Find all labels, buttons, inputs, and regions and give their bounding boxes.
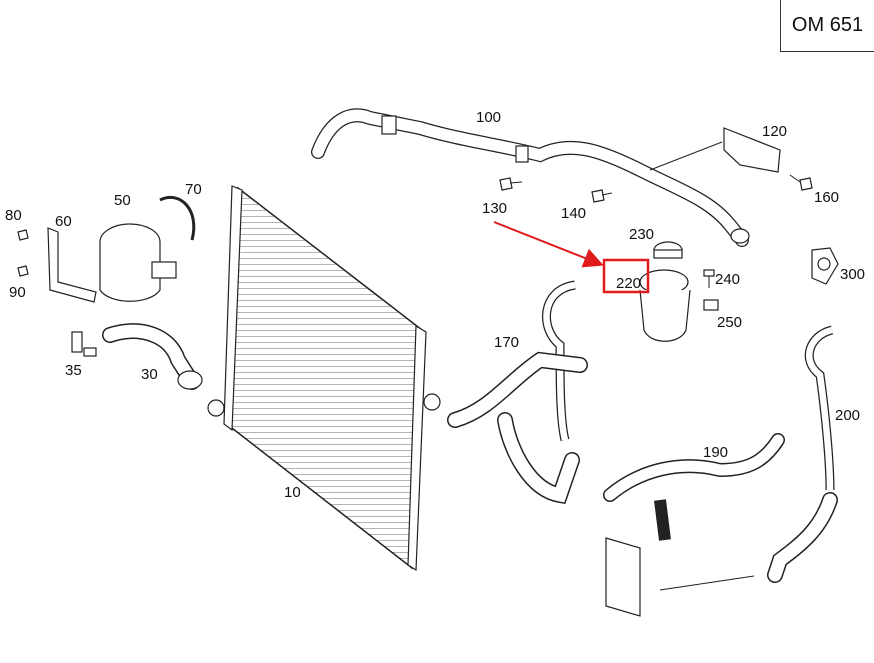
expansion-tank-220-part[interactable] (639, 269, 691, 342)
flange-300-part[interactable] (811, 247, 839, 285)
hose-170-part[interactable] (447, 280, 588, 505)
bolt-140-part[interactable] (591, 189, 613, 203)
callout-35: 35 (65, 362, 82, 379)
clamp-70-part[interactable] (159, 195, 196, 241)
hose-30-part[interactable] (102, 323, 203, 390)
cap-230-part[interactable] (653, 241, 683, 259)
callout-130: 130 (482, 200, 507, 217)
callout-90: 90 (9, 284, 26, 301)
callout-100: 100 (476, 109, 501, 126)
callout-170: 170 (494, 334, 519, 351)
callout-300: 300 (840, 266, 865, 283)
sensor-35-part[interactable] (71, 331, 97, 357)
pump-50-part[interactable] (99, 223, 177, 302)
callout-120: 120 (762, 123, 787, 140)
hose-100-part[interactable] (311, 108, 750, 247)
callout-220: 220 (616, 275, 641, 292)
oil-cooler-part[interactable] (605, 537, 755, 617)
callout-140: 140 (561, 205, 586, 222)
callout-190: 190 (703, 444, 728, 461)
engine-code-box: OM 651 (780, 0, 874, 52)
bolt-130-part[interactable] (499, 177, 523, 191)
clip-250-part[interactable] (703, 299, 719, 311)
highlight-box (602, 258, 650, 294)
callout-60: 60 (55, 213, 72, 230)
callout-30: 30 (141, 366, 158, 383)
engine-code-label: OM 651 (791, 14, 864, 36)
callout-80: 80 (5, 207, 22, 224)
highlight-arrow (493, 221, 604, 268)
callout-240: 240 (715, 271, 740, 288)
bolt-90-part[interactable] (17, 265, 29, 277)
callout-50: 50 (114, 192, 131, 209)
callout-160: 160 (814, 189, 839, 206)
bracket-120-part[interactable] (649, 127, 781, 173)
callout-70: 70 (185, 181, 202, 198)
callout-200: 200 (835, 407, 860, 424)
hose-190-part[interactable] (603, 433, 785, 541)
bolt-80-part[interactable] (17, 229, 29, 241)
callout-250: 250 (717, 314, 742, 331)
callout-10: 10 (284, 484, 301, 501)
callout-230: 230 (629, 226, 654, 243)
bracket-60-part[interactable] (47, 227, 97, 303)
hose-200-part[interactable] (767, 325, 838, 583)
screw-240-part[interactable] (703, 269, 715, 288)
bolt-160-part[interactable] (789, 174, 813, 191)
radiator-part[interactable] (207, 185, 441, 572)
